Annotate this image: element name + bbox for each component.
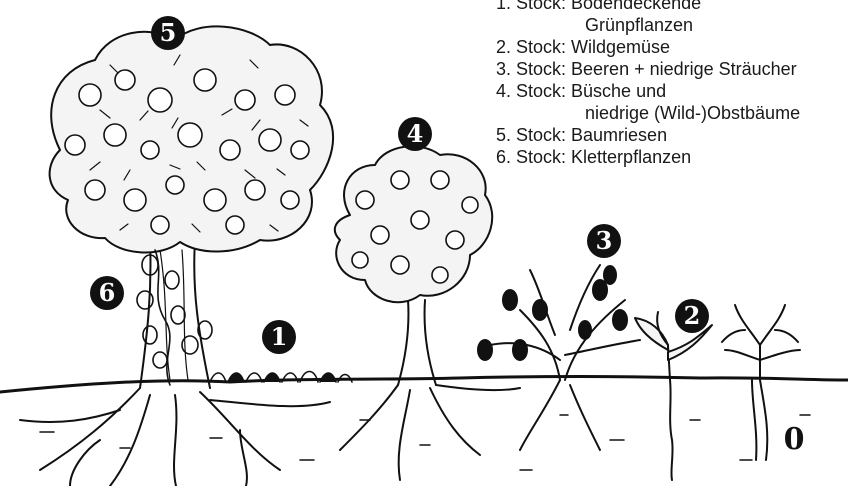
wild-vegetable <box>635 312 712 480</box>
marker-3: 3 <box>587 224 621 258</box>
big-tree-trunk <box>20 240 330 486</box>
legend-item-1-cont: Grünpflanzen <box>496 14 846 36</box>
small-tree <box>335 146 520 480</box>
marker-2: 2 <box>675 299 709 333</box>
legend-item-2: 2. Stock: Wildgemüse <box>496 36 846 58</box>
legend-item-4: 4. Stock: Büsche und <box>496 80 846 102</box>
marker-1: 1 <box>262 320 296 354</box>
legend-item-4-cont: niedrige (Wild-)Obstbäume <box>496 102 846 124</box>
legend-item-6: 6. Stock: Kletterpflanzen <box>496 146 846 168</box>
legend-item-1: 1. Stock: Bodendeckende <box>496 0 846 14</box>
marker-6: 6 <box>90 276 124 310</box>
marker-4: 4 <box>398 117 432 151</box>
marker-5: 5 <box>151 16 185 50</box>
legend: 1. Stock: Bodendeckende Grünpflanzen 2. … <box>496 0 846 168</box>
soil-dashes <box>40 415 810 470</box>
ground-line <box>0 377 848 393</box>
legend-item-5: 5. Stock: Baumriesen <box>496 124 846 146</box>
marker-0: 0 <box>779 420 809 460</box>
berry-bush <box>478 265 640 450</box>
legend-item-3: 3. Stock: Beeren + niedrige Sträucher <box>496 58 846 80</box>
